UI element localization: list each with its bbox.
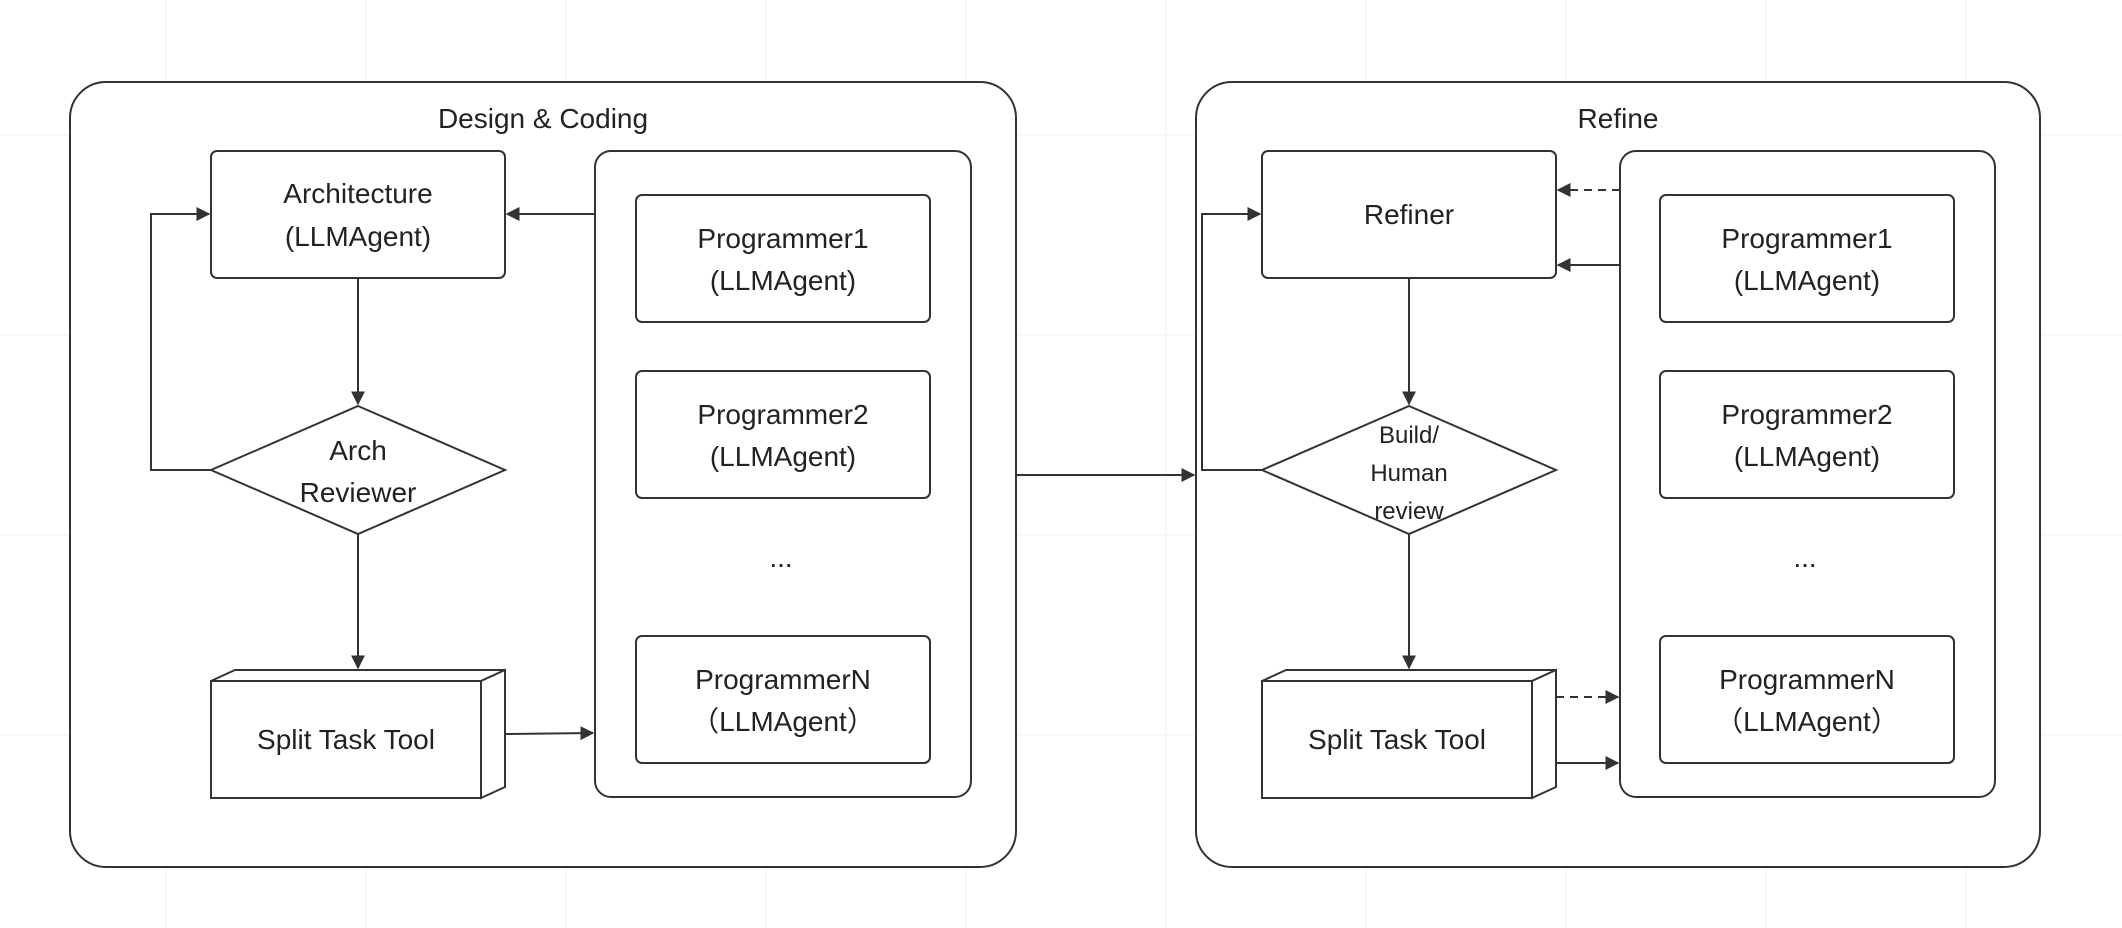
architecture-box[interactable]: Architecture (LLMAgent)	[210, 150, 506, 279]
arch-reviewer-diamond[interactable]: Arch Reviewer	[208, 404, 508, 536]
split-task-tool-box[interactable]: Split Task Tool	[210, 668, 506, 800]
refine-split-task-tool-label: Split Task Tool	[1308, 724, 1486, 755]
refine-programmer-1-sublabel: (LLMAgent)	[1734, 265, 1880, 296]
programmer-n-label: ProgrammerN	[695, 664, 871, 695]
refine-programmer-1-box[interactable]: Programmer1 (LLMAgent)	[1659, 194, 1955, 323]
programmer-2-label: Programmer2	[697, 399, 868, 430]
programmer-1-sublabel: (LLMAgent)	[710, 265, 856, 296]
review-label-line3: review	[1374, 498, 1444, 525]
programmer-1-label: Programmer1	[697, 223, 868, 254]
arrow-reviewer-feedback-to-architecture	[150, 207, 211, 471]
refine-programmer-1-label: Programmer1	[1721, 223, 1892, 254]
arrow-review-feedback-to-refiner	[1201, 207, 1262, 471]
refine-programmer-n-label: ProgrammerN	[1719, 664, 1895, 695]
refine-programmer-2-box[interactable]: Programmer2 (LLMAgent)	[1659, 370, 1955, 499]
refine-programmer-2-sublabel: (LLMAgent)	[1734, 441, 1880, 472]
refine-programmer-n-sublabel: （LLMAgent）	[1715, 706, 1899, 737]
arrow-split-tool-to-programmers	[504, 726, 595, 741]
refine-panel-title: Refine	[1578, 103, 1659, 134]
design-coding-panel: Design & Coding Architecture (LLMAgent) …	[69, 81, 1017, 868]
refine-panel: Refine Refiner Build/ Human review Split…	[1195, 81, 2041, 868]
refine-programmer-n-box[interactable]: ProgrammerN （LLMAgent）	[1659, 635, 1955, 764]
programmer-n-box[interactable]: ProgrammerN （LLMAgent）	[635, 635, 931, 764]
refiner-box[interactable]: Refiner	[1261, 150, 1557, 279]
architecture-label: Architecture	[283, 178, 432, 209]
review-label-line2: Human	[1370, 460, 1447, 487]
build-human-review-diamond[interactable]: Build/ Human review	[1259, 404, 1559, 536]
programmer-1-box[interactable]: Programmer1 (LLMAgent)	[635, 194, 931, 323]
architecture-sublabel: (LLMAgent)	[285, 221, 431, 252]
programmer-n-sublabel: （LLMAgent）	[691, 706, 875, 737]
arch-reviewer-label: Arch	[329, 435, 387, 466]
programmer-2-box[interactable]: Programmer2 (LLMAgent)	[635, 370, 931, 499]
design-panel-title: Design & Coding	[438, 103, 648, 134]
programmers-ellipsis: ...	[769, 542, 792, 573]
review-label-line1: Build/	[1379, 422, 1439, 449]
refine-programmer-2-label: Programmer2	[1721, 399, 1892, 430]
arch-reviewer-sublabel: Reviewer	[300, 477, 417, 508]
refiner-label: Refiner	[1364, 199, 1454, 230]
split-task-tool-label: Split Task Tool	[257, 724, 435, 755]
refine-split-task-tool-box[interactable]: Split Task Tool	[1261, 668, 1557, 800]
programmer-2-sublabel: (LLMAgent)	[710, 441, 856, 472]
refine-programmers-ellipsis: ...	[1793, 542, 1816, 573]
